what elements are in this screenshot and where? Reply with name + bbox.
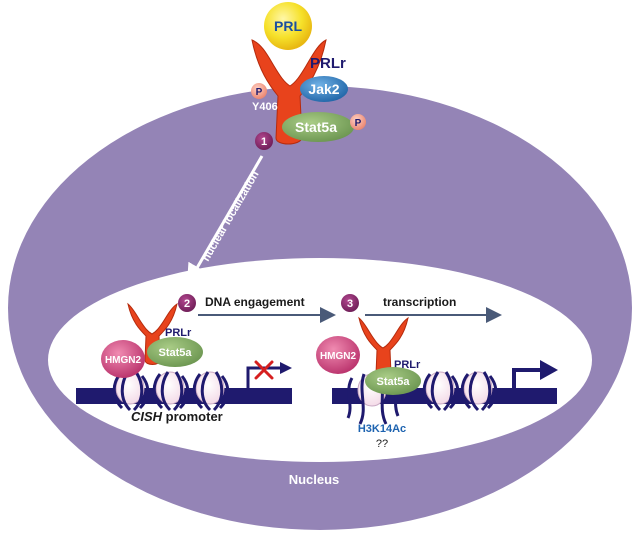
stat5a-right-label: Stat5a xyxy=(376,376,410,388)
prl-label: PRL xyxy=(274,18,302,34)
cish-promoter-caption: CISH promoter xyxy=(131,409,223,424)
prlr-receptor-top xyxy=(251,39,327,145)
nucleosome-left-2 xyxy=(152,371,190,412)
h3k14ac-label: H3K14Ac xyxy=(358,423,406,435)
nucleosome-right-3 xyxy=(460,371,498,412)
step-1-label: 1 xyxy=(261,136,267,148)
phospho-right-label: P xyxy=(355,118,362,129)
nucleosome-left-3 xyxy=(192,371,230,412)
phospho-left-label: P xyxy=(256,87,263,98)
transcription-label: transcription xyxy=(383,295,456,309)
hmgn2-left-label: HMGN2 xyxy=(105,355,142,366)
blocked-x-mark xyxy=(254,360,274,380)
stat5a-left xyxy=(147,337,203,367)
right-chromatin-panel: PRLr HMGN2 Stat5a H3K14Ac ?? xyxy=(316,316,558,450)
y406-label: Y406 xyxy=(252,101,278,113)
nucleus-label: Nucleus xyxy=(289,472,340,487)
tss-arrow-active xyxy=(512,368,542,388)
stat5a-left-label: Stat5a xyxy=(158,347,192,359)
stat5a-protein-top xyxy=(282,112,354,142)
hmgn2-right-label: HMGN2 xyxy=(320,351,357,362)
stat5a-top-label: Stat5a xyxy=(295,119,337,135)
step-2-label: 2 xyxy=(184,298,190,310)
stat5a-right xyxy=(365,367,421,395)
nucleosome-left-1 xyxy=(112,371,150,412)
hmgn2-left xyxy=(101,340,145,378)
hmgn2-right xyxy=(316,336,360,374)
prlr-top-label: PRLr xyxy=(310,55,346,72)
prlr-receptor-left xyxy=(127,302,178,365)
cish-gene-label: CISH xyxy=(131,409,163,424)
dna-engagement-label: DNA engagement xyxy=(205,295,305,309)
phospho-right xyxy=(350,114,366,130)
step-3-label: 3 xyxy=(347,298,353,310)
prl-ligand xyxy=(264,2,312,50)
left-chromatin-panel: PRLr HMGN2 Stat5a CISH promoter xyxy=(76,302,292,424)
step-1-badge xyxy=(255,132,273,150)
promoter-label: promoter xyxy=(162,409,223,424)
step-2-badge xyxy=(178,294,196,312)
step-3-badge xyxy=(341,294,359,312)
unknown-marks-label: ?? xyxy=(376,438,388,450)
jak2-label: Jak2 xyxy=(308,81,339,97)
prlr-left-label: PRLr xyxy=(165,327,192,339)
phospho-left xyxy=(251,83,267,99)
receptor-complex-top: PRL PRLr Jak2 Stat5a P Y406 P 1 xyxy=(251,2,366,150)
tss-arrow-blocked xyxy=(246,366,280,388)
nucleosome-right-2 xyxy=(422,371,460,412)
jak2-protein xyxy=(300,76,348,102)
